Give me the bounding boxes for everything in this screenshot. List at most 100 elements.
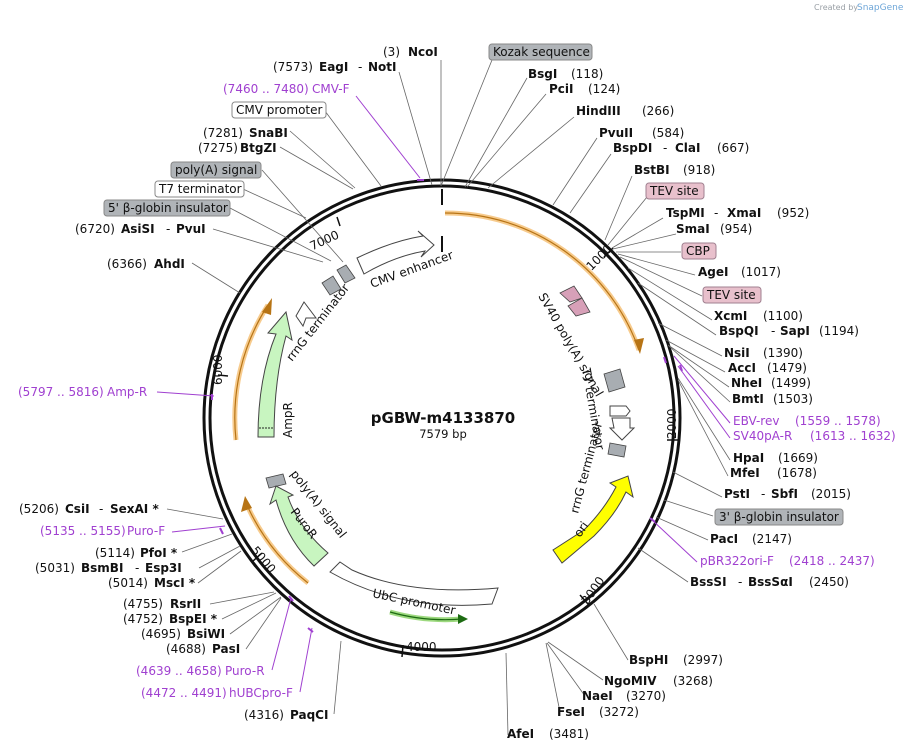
feature-arc-top-right — [444, 210, 642, 351]
pvuii-pos: (584) — [652, 126, 684, 140]
ngomiv-label[interactable]: NgoMIV — [604, 674, 657, 688]
naei-label[interactable]: NaeI — [582, 689, 613, 703]
pfoi-pos: (5114) — [95, 546, 135, 560]
hubcpro-pos: (4472 .. 4491) — [141, 686, 227, 700]
bsgi-pos: (118) — [571, 67, 603, 81]
t7-term-label[interactable]: T7 terminator — [158, 182, 242, 196]
bsgi-label[interactable]: BsgI — [528, 67, 557, 81]
lead-bspqi — [637, 282, 717, 336]
backbone-inner — [208, 184, 676, 652]
nsii-label[interactable]: NsiI — [724, 346, 750, 360]
bspdi-label[interactable]: BspDI — [613, 141, 652, 155]
purof-label[interactable]: Puro-F — [127, 524, 165, 538]
ahdi-label[interactable]: AhdI — [154, 257, 185, 271]
hpai-label[interactable]: HpaI — [733, 451, 764, 465]
paqci-label[interactable]: PaqCI — [290, 708, 328, 722]
hubcpro-label[interactable]: hUBCpro-F — [229, 686, 293, 700]
rsrii-label[interactable]: RsrII — [170, 597, 201, 611]
afei-label[interactable]: AfeI — [507, 727, 534, 741]
sv40pa-label[interactable]: SV40pA-R — [733, 429, 792, 443]
credit-brand: SnapGene — [857, 3, 904, 13]
csii-label[interactable]: CsiI — [65, 502, 90, 516]
pcii-label[interactable]: PciI — [549, 82, 574, 96]
hindiii-label[interactable]: HindIII — [576, 104, 621, 118]
cmv-promoter-label[interactable]: CMV promoter — [236, 103, 323, 117]
nhei-label[interactable]: NheI — [731, 376, 762, 390]
bsssi-sep: - — [738, 575, 742, 589]
cbp-box: CBP — [681, 242, 717, 260]
lead-ebvrev — [673, 355, 731, 424]
cmvf-label[interactable]: CMV-F — [312, 82, 350, 96]
purorr-pos: (4639 .. 4658) — [136, 664, 222, 678]
lead-btgzi — [279, 146, 354, 190]
kozak-box: Kozak sequence — [488, 43, 593, 61]
lead-polya — [261, 169, 344, 263]
sapi-label[interactable]: SapI — [780, 324, 810, 338]
snabi-pos: (7281) — [203, 126, 243, 140]
lead-bmti — [668, 345, 731, 403]
tick-label-6000: 6000 — [211, 354, 225, 385]
tev-site-1-label[interactable]: TEV site — [649, 184, 699, 198]
pbr322-label[interactable]: pBR322ori-F — [700, 554, 774, 568]
5-bglobin-box: 5' β-globin insulator — [103, 199, 231, 217]
lead-tev1 — [607, 196, 648, 246]
esp3i-label[interactable]: Esp3I — [145, 561, 182, 575]
asisi-label[interactable]: AsiSI — [121, 222, 155, 236]
lead-bsmbi — [198, 545, 241, 569]
3-bglobin-label[interactable]: 3' β-globin insulator — [719, 510, 839, 524]
xmai-label[interactable]: XmaI — [727, 206, 761, 220]
lead-msci — [197, 550, 242, 584]
psti-label[interactable]: PstI — [724, 487, 750, 501]
tspmi-label[interactable]: TspMI — [666, 206, 705, 220]
ebvrev-label[interactable]: EBV-rev — [733, 414, 779, 428]
ampr-primer-label[interactable]: Amp-R — [107, 385, 147, 399]
sbfi-label[interactable]: SbfI — [771, 487, 798, 501]
bspqi-label[interactable]: BspQI — [719, 324, 759, 338]
csii-sep: - — [99, 502, 103, 516]
rsrii-pos: (4755) — [123, 597, 163, 611]
cbp-bg — [681, 242, 717, 260]
lead-ahdi — [191, 262, 241, 294]
lead-bsphi — [593, 603, 629, 661]
btgzi-label[interactable]: BtgZI — [240, 141, 277, 155]
tev-site-2-label[interactable]: TEV site — [706, 288, 756, 302]
clai-label[interactable]: ClaI — [675, 141, 700, 155]
bspdi-sep: - — [663, 141, 667, 155]
bmti-label[interactable]: BmtI — [732, 392, 764, 406]
bsssai-label[interactable]: BssSαI — [748, 575, 793, 589]
bsmbi-label[interactable]: BsmBI — [81, 561, 123, 575]
polya-label[interactable]: poly(A) signal — [175, 163, 257, 177]
kozak-label[interactable]: Kozak sequence — [493, 45, 590, 59]
pvui-label[interactable]: PvuI — [176, 222, 206, 236]
rrng-term-box-1 — [321, 275, 342, 296]
bsphi-label[interactable]: BspHI — [629, 653, 668, 667]
smai-label[interactable]: SmaI — [676, 222, 710, 236]
agei-label[interactable]: AgeI — [698, 265, 728, 279]
5-bglobin-label[interactable]: 5' β-globin insulator — [108, 201, 228, 215]
pfoi-label[interactable]: PfoI * — [140, 546, 178, 560]
paci-label[interactable]: PacI — [710, 532, 738, 546]
bstbi-label[interactable]: BstBI — [634, 163, 670, 177]
pvuii-label[interactable]: PvuII — [599, 126, 633, 140]
pasi-label[interactable]: PasI — [212, 642, 240, 656]
tick-7000 — [336, 216, 341, 227]
ncoi-label[interactable]: NcoI — [408, 45, 438, 59]
acci-label[interactable]: AccI — [728, 361, 756, 375]
snabi-label[interactable]: SnaBI — [249, 126, 288, 140]
eagi-label[interactable]: EagI — [319, 60, 348, 74]
bspei-label[interactable]: BspEI * — [169, 612, 218, 626]
sexai-label[interactable]: SexAI * — [110, 502, 159, 516]
ampr-arrow — [257, 310, 293, 438]
xcmi-label[interactable]: XcmI — [714, 309, 747, 323]
bsssi-label[interactable]: BssSI — [690, 575, 727, 589]
mfei-label[interactable]: MfeI — [730, 466, 760, 480]
fsei-label[interactable]: FseI — [557, 705, 585, 719]
cbp-label[interactable]: CBP — [686, 244, 710, 258]
bsssi-pos: (2450) — [809, 575, 849, 589]
lead-purof — [171, 525, 226, 533]
noti-label[interactable]: NotI — [368, 60, 397, 74]
bsiwi-label[interactable]: BsiWI — [187, 627, 225, 641]
lead-asisi — [212, 228, 324, 263]
msci-label[interactable]: MscI * — [154, 576, 196, 590]
purorr-label[interactable]: Puro-R — [225, 664, 265, 678]
